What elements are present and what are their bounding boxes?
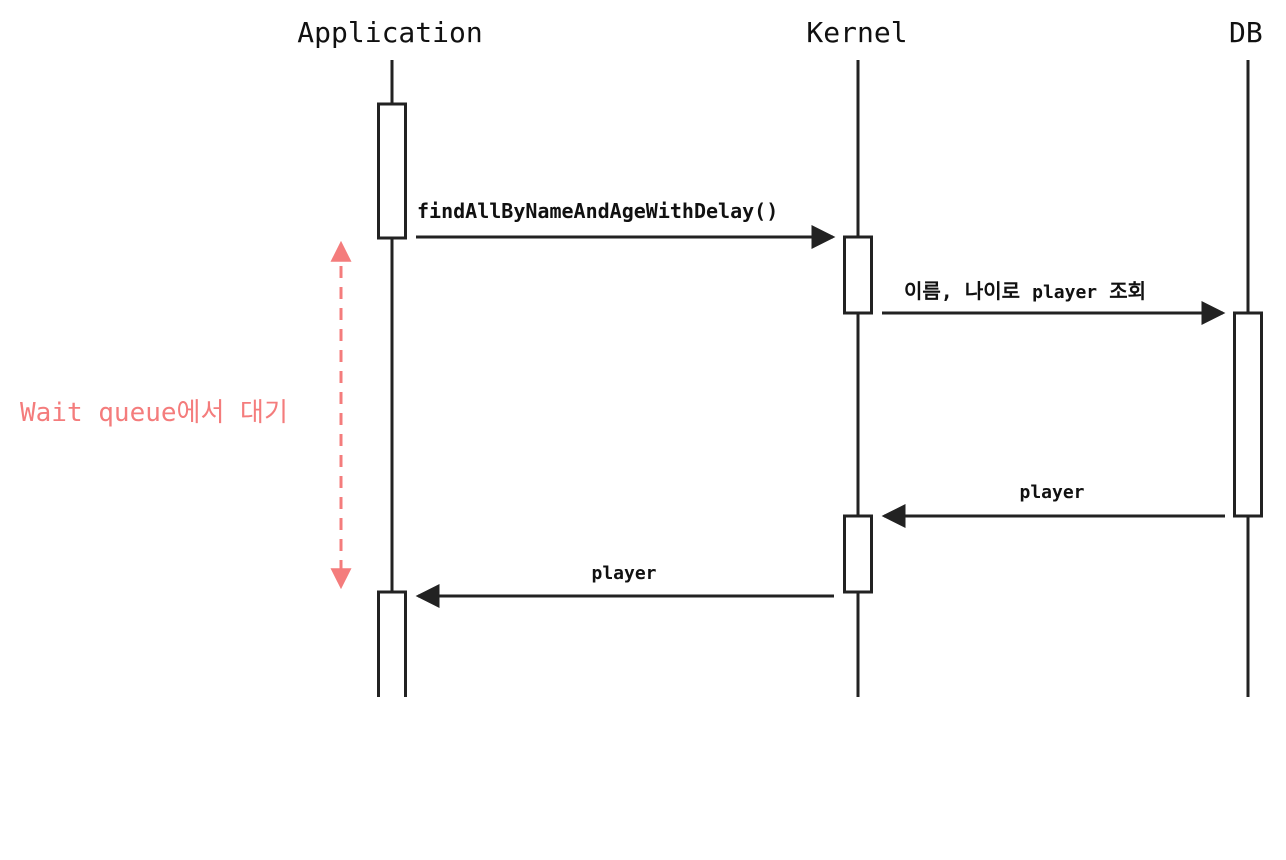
- message-query-label: 이름, 나이로 player 조회: [904, 279, 1146, 303]
- application-activation-2: [377, 590, 407, 697]
- message-query-prefix: 이름, 나이로: [904, 279, 1032, 303]
- db-activation: [1233, 311, 1263, 518]
- message-call-label: findAllByNameAndAgeWithDelay(): [417, 199, 778, 223]
- wait-queue-label: Wait queue에서 대기: [20, 398, 288, 428]
- participant-kernel-label: Kernel: [806, 16, 907, 49]
- application-activation-1: [377, 102, 407, 240]
- kernel-activation-2: [843, 514, 873, 594]
- message-query-suffix: 조회: [1097, 279, 1146, 303]
- message-kernel-return-label: player: [591, 563, 656, 584]
- participant-application-label: Application: [297, 16, 482, 49]
- message-db-return-label: player: [1019, 482, 1084, 503]
- kernel-activation-1: [843, 235, 873, 315]
- message-query-word: player: [1032, 282, 1097, 303]
- participant-db-label: DB: [1229, 16, 1263, 49]
